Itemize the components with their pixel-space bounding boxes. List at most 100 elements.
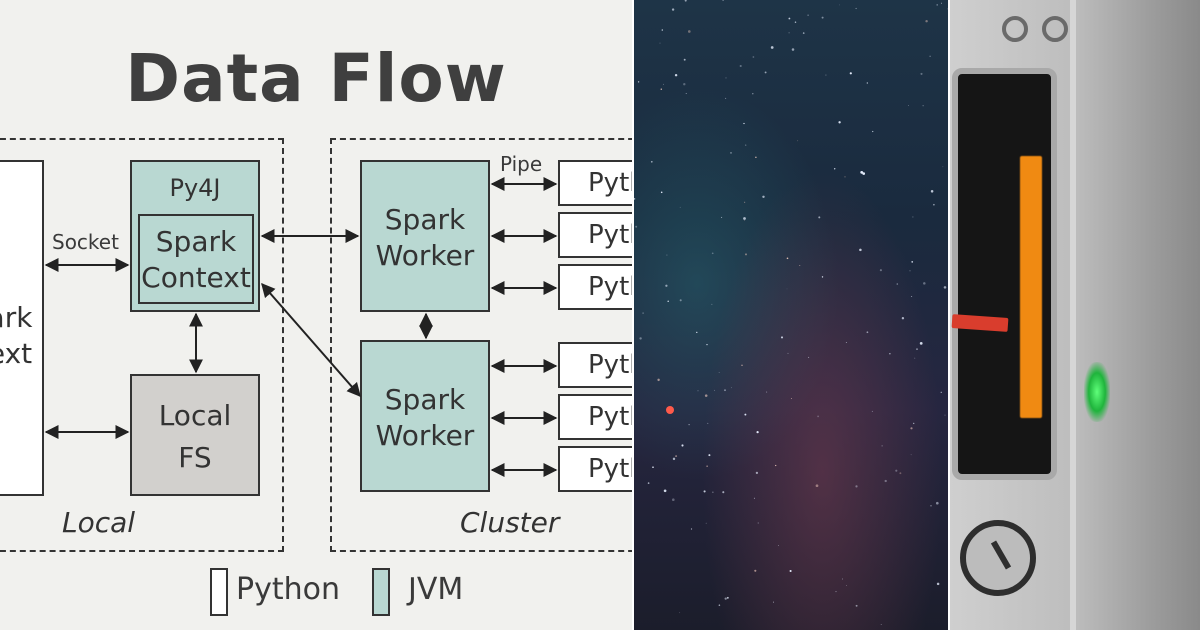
star [775,464,777,467]
star [881,445,883,447]
star [657,378,660,382]
star [697,390,699,392]
star [936,4,938,6]
star [703,490,706,493]
star [923,282,926,285]
spark-context-line2: Context [141,261,251,294]
star [661,29,664,31]
star [756,430,759,434]
python-worker-box: Pyth [558,264,632,310]
star [808,356,810,358]
star [674,73,678,77]
star [855,485,858,488]
star [757,522,759,524]
star [815,484,819,488]
star [744,253,748,256]
star [839,4,840,6]
star [790,398,792,399]
star [685,93,687,94]
star [935,501,939,505]
local-fs-box: Local FS [130,374,260,496]
star [930,504,932,507]
star [930,190,934,193]
star [663,83,664,85]
cluster-region-label: Cluster [460,506,560,539]
star [789,569,792,573]
star [911,295,913,298]
star [922,105,924,107]
starfield-image [634,0,948,630]
star [679,206,681,208]
star [797,140,799,142]
star [637,81,640,83]
star [817,415,819,418]
spark-worker-line2: Worker [375,419,475,452]
star [642,312,644,314]
star [744,220,745,221]
star [842,578,843,580]
star [772,601,775,603]
star [788,17,791,20]
driver-label-line2: ext [0,337,33,370]
spark-worker-line1: Spark [384,383,466,416]
python-worker-box: Pyth [558,446,632,492]
star [706,465,708,467]
pipe-label: Pipe [500,152,543,176]
star [786,257,789,260]
star [755,156,757,158]
rotary-knob-icon [960,520,1036,596]
python-worker-label: Pyth [588,454,632,484]
star [821,276,824,278]
star [942,166,944,168]
star [947,8,948,10]
python-worker-label: Pyth [588,350,632,380]
star [659,42,661,44]
star [712,491,714,493]
star [690,528,693,530]
star [855,604,858,607]
flow-arrows [44,177,558,477]
star [862,172,866,175]
context-worker2-arrow [261,282,361,398]
star [679,299,682,302]
star [718,372,720,373]
star [652,466,654,469]
local-fs-line2: FS [178,441,212,474]
star [721,216,723,218]
star [754,569,757,572]
python-worker-box: Pyth [558,394,632,440]
python-worker-box: Pyth [558,160,632,206]
spark-worker-line2: Worker [375,239,475,272]
star [711,303,713,305]
star [787,352,789,354]
python-worker-box: Pyth [558,342,632,388]
star [706,343,708,346]
spark-worker-line1: Spark [384,203,466,236]
star [889,353,891,355]
star [794,21,797,23]
audio-plugin-photo [950,0,1200,630]
top-knob-icon [1002,16,1028,42]
star [688,423,690,426]
star [849,72,852,75]
star [919,342,923,345]
star [672,498,675,501]
star [675,455,678,458]
star [752,93,754,95]
star [684,0,687,2]
star [855,7,857,10]
red-nebula [666,406,674,414]
star [663,489,667,493]
diagram-title: Data Flow [125,40,507,117]
spark-worker-box: Spark Worker [360,160,490,312]
star [739,64,742,68]
star [910,454,912,456]
star [730,387,732,389]
star [914,357,916,359]
star [916,348,918,350]
star [687,30,691,33]
python-worker-label: Pyth [588,402,632,432]
star [778,544,780,546]
star [696,331,698,334]
meter-needle [951,314,1009,332]
